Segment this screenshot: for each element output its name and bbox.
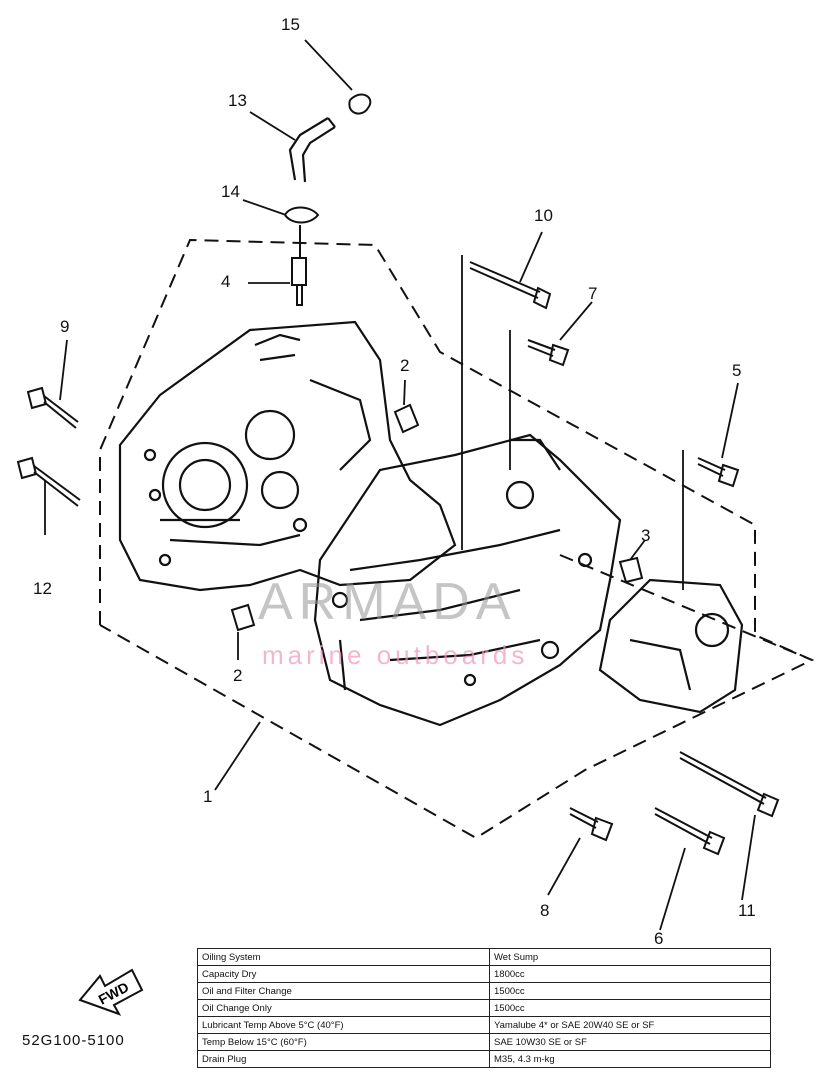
spec-label: Temp Below 15°C (60°F) [197,1033,490,1051]
bolt-5 [697,457,740,488]
spec-label: Lubricant Temp Above 5°C (40°F) [197,1016,490,1034]
spec-label: Oil Change Only [197,999,490,1017]
part-label-10: 10 [534,206,553,225]
spec-value: Wet Sump [489,948,771,966]
spec-label: Drain Plug [197,1050,490,1068]
bolt-10 [469,261,552,310]
bolt-12 [16,456,81,507]
left-crankcase-half [118,320,457,592]
spec-value: 1500cc [489,982,771,1000]
spec-row: Lubricant Temp Above 5°C (40°F)Yamalube … [197,1016,771,1034]
part-label-6: 6 [654,929,664,948]
spec-label: Oiling System [197,948,490,966]
dowel-pin-right [618,556,644,584]
part-label-4: 4 [221,272,231,291]
assembly-outline-left [99,238,815,840]
bolt-7 [527,339,570,367]
spec-value: M35, 4.3 m-kg [489,1050,771,1068]
part-label-12: 12 [33,579,52,598]
right-crankcase-half [313,433,622,727]
oil-filter-cover [598,578,744,714]
part-label-7: 7 [588,284,598,303]
watermark-tagline: marine outboards [262,640,529,670]
hose-clip-top [348,93,372,115]
fwd-arrow-icon: FWD [78,968,144,1016]
assembly-outline-right [559,554,813,661]
hose-clip-bottom [284,206,320,224]
dowel-pin-upper [393,403,420,434]
part-label-11: 11 [738,901,756,920]
bolt-6 [654,807,726,856]
dowel-pin-lower [230,603,256,632]
bolt-11 [679,751,780,818]
leader-lines [44,39,756,931]
bolt-9 [26,386,79,429]
part-label-2-upper: 2 [400,356,410,375]
part-label-13: 13 [228,91,247,110]
breather-hose [288,117,336,183]
spec-value: 1800cc [489,965,771,983]
spec-value: Yamalube 4* or SAE 20W40 SE or SF [489,1016,771,1034]
part-label-14: 14 [221,182,240,201]
part-label-2-lower: 2 [233,666,243,685]
part-label-15: 15 [281,15,300,34]
part-label-1: 1 [203,787,213,806]
spec-value: SAE 10W30 SE or SF [489,1033,771,1051]
part-label-9: 9 [60,317,70,336]
bolt-8 [569,807,614,842]
drawing-code: 52G100-5100 [22,1032,125,1049]
spec-label: Capacity Dry [197,965,490,983]
watermark-brand: ARMADA [258,573,517,631]
part-label-8: 8 [540,901,550,920]
part-label-5: 5 [732,361,742,380]
spec-value: 1500cc [489,999,771,1017]
spec-row: Temp Below 15°C (60°F)SAE 10W30 SE or SF [197,1033,771,1051]
breather-pipe [291,225,307,306]
part-label-3: 3 [641,526,651,545]
spec-label: Oil and Filter Change [197,982,490,1000]
